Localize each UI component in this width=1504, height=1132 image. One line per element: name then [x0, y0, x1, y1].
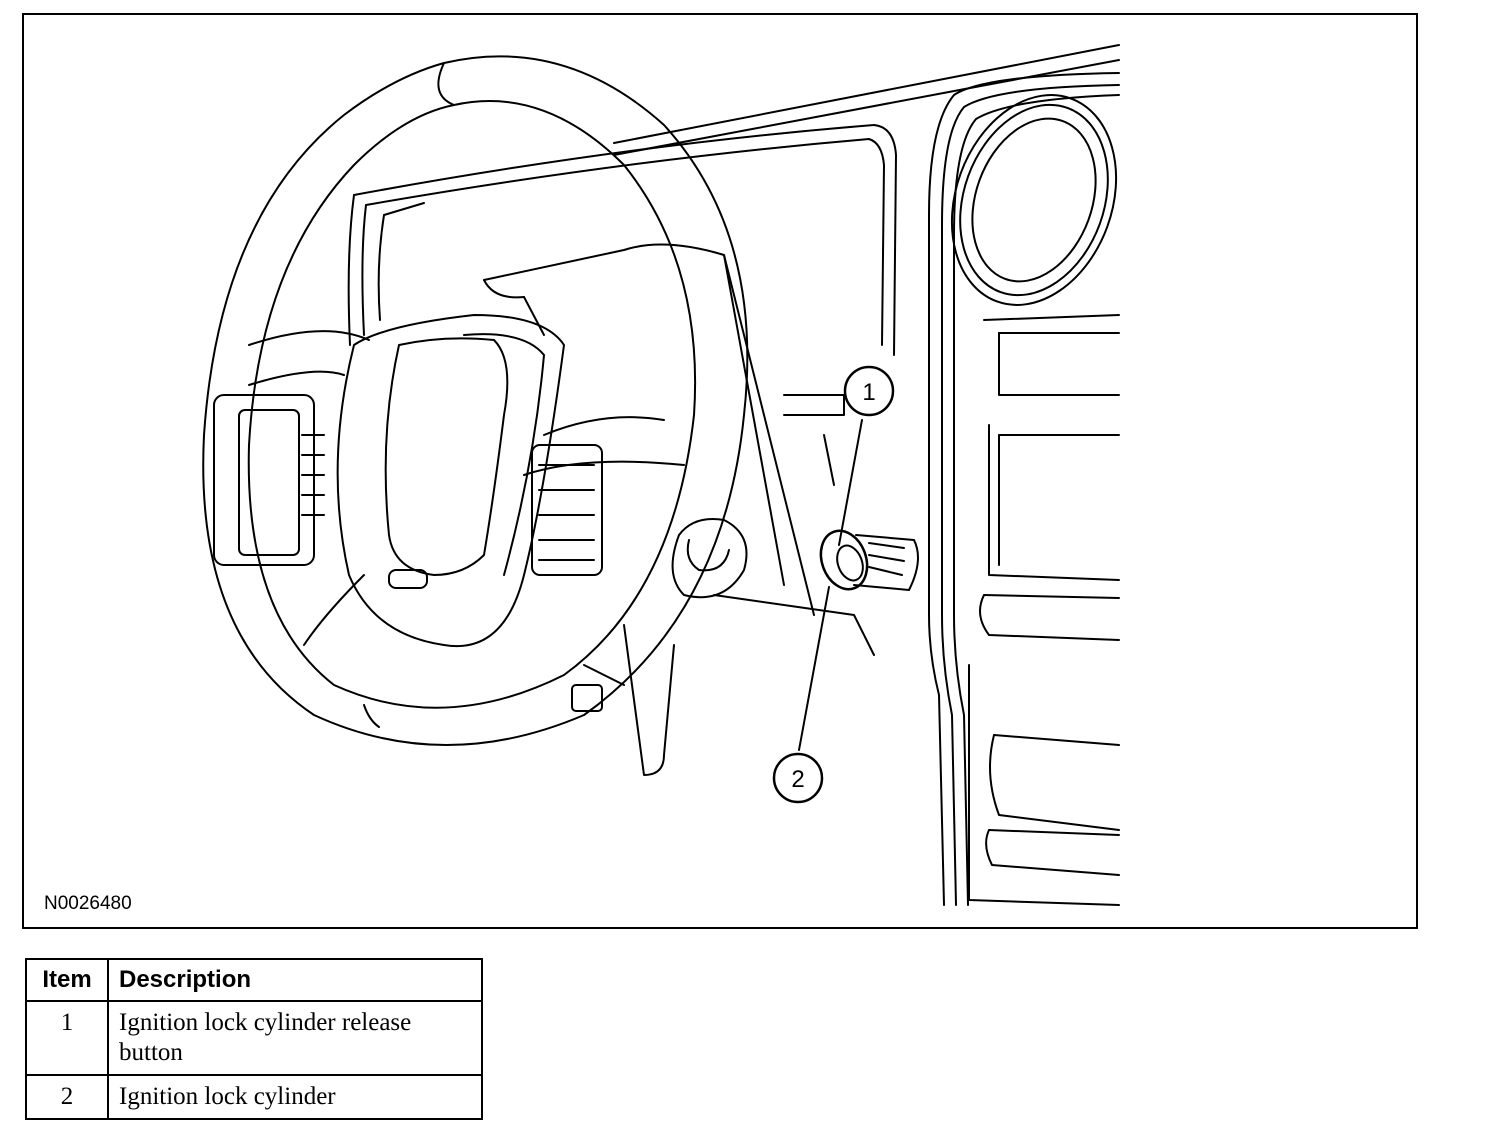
illustration-frame: 1 2 N0026480: [22, 13, 1418, 929]
item-description: Ignition lock cylinder: [107, 1074, 483, 1120]
callout-1-number: 1: [862, 379, 875, 406]
item-number: 1: [25, 1000, 109, 1076]
item-description: Ignition lock cylinder release button: [107, 1000, 483, 1076]
ignition-lock-cylinder: [819, 529, 919, 591]
figure-id: N0026480: [44, 893, 132, 914]
item-column-header: Item: [25, 958, 109, 1002]
legend-table: Item Description 1 Ignition lock cylinde…: [25, 958, 483, 1120]
legend-header-row: Item Description: [25, 958, 483, 1002]
table-row: 2 Ignition lock cylinder: [25, 1074, 483, 1120]
dashboard-outline: [347, 44, 1120, 906]
round-air-vent: [950, 94, 1118, 306]
steering-wheel: [202, 55, 749, 746]
dashboard-illustration: 1 2: [202, 44, 1120, 906]
steering-column: [483, 243, 875, 776]
callout-2-number: 2: [791, 766, 804, 793]
callout-leaders: [798, 419, 863, 751]
callout-2: 2: [772, 752, 824, 804]
table-row: 1 Ignition lock cylinder release button: [25, 1000, 483, 1076]
description-column-header: Description: [107, 958, 483, 1002]
callout-1: 1: [843, 365, 895, 417]
item-number: 2: [25, 1074, 109, 1120]
